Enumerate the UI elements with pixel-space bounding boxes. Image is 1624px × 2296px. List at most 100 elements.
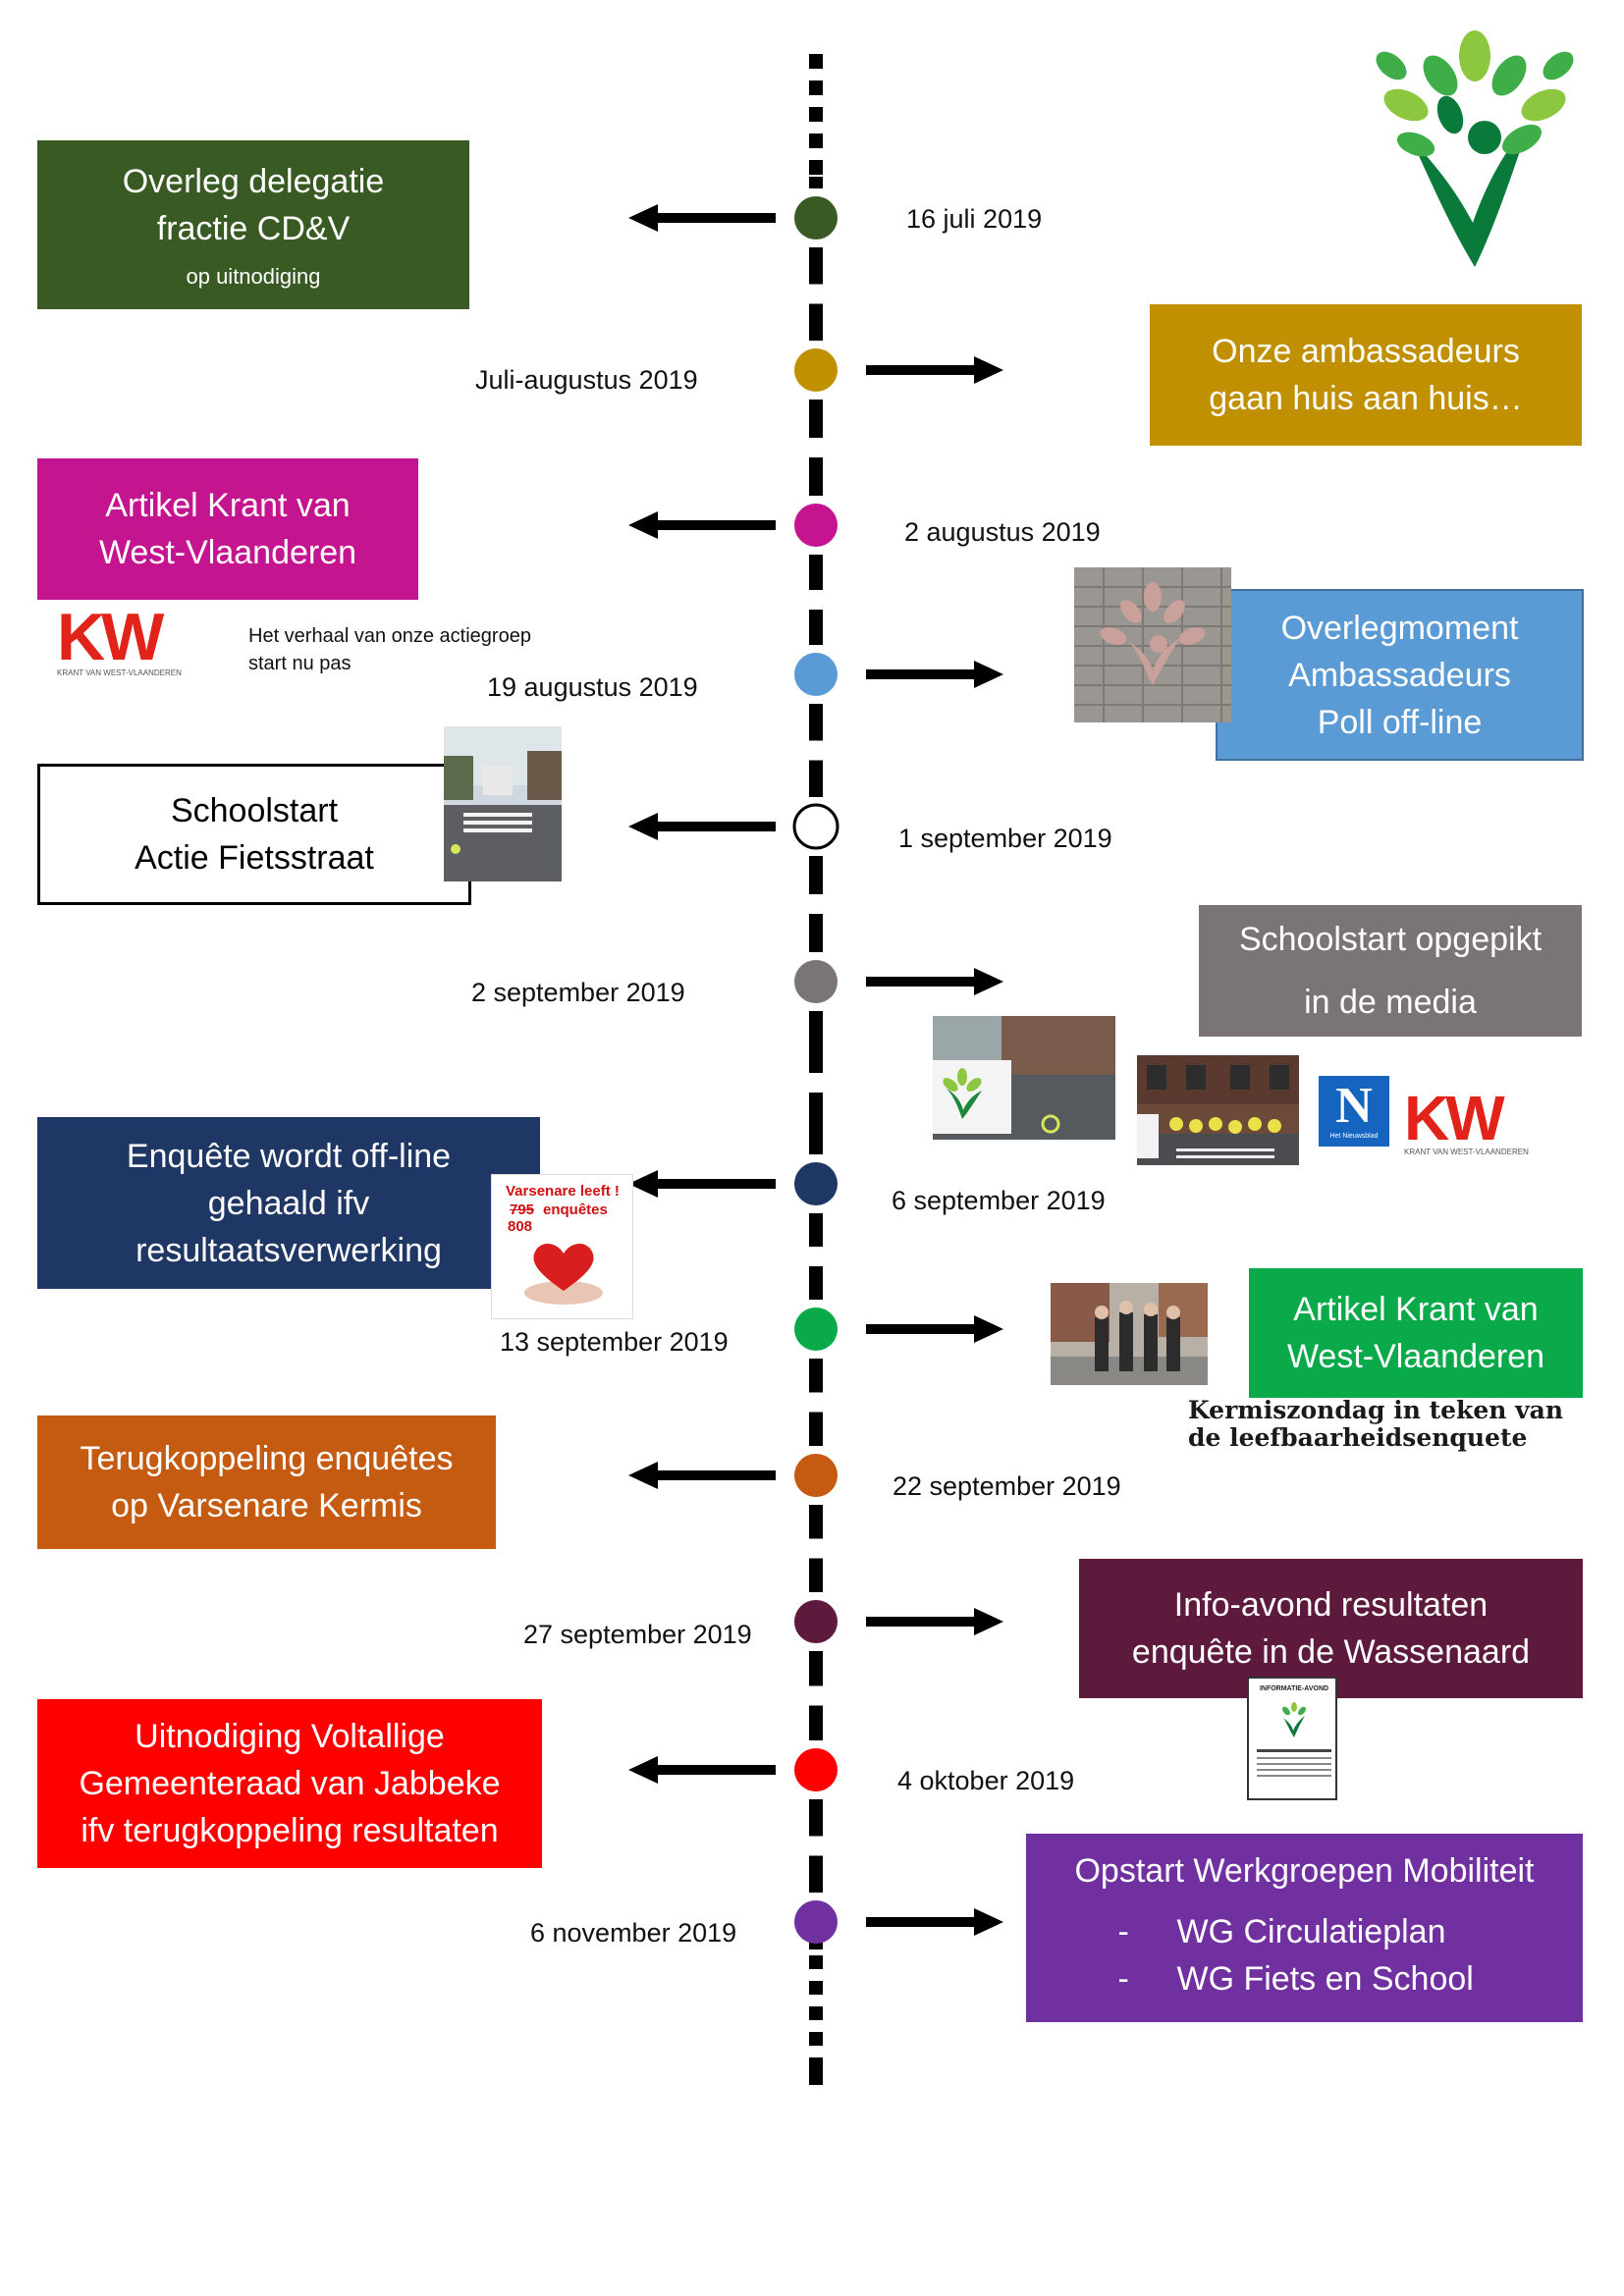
event-title-line: gehaald ifv bbox=[208, 1180, 369, 1227]
event-date: Juli-augustus 2019 bbox=[475, 363, 698, 397]
bullet-list: -WG Circulatieplan -WG Fiets en School bbox=[1118, 1908, 1491, 2002]
event-title-line: Terugkoppeling enquêtes bbox=[81, 1435, 454, 1482]
timeline-arrow-shaft bbox=[866, 365, 976, 375]
info-avond-flyer: INFORMATIE-AVOND bbox=[1247, 1677, 1337, 1800]
nieuwsblad-logo: N Het Nieuwsblad bbox=[1319, 1076, 1389, 1147]
kw-logo-text: KW bbox=[57, 607, 204, 667]
event-box-overlegmoment: Overlegmoment Ambassadeurs Poll off-line bbox=[1216, 589, 1584, 761]
arrow-head-icon bbox=[974, 1315, 1003, 1343]
street-photo bbox=[444, 726, 562, 881]
arrow-head-icon bbox=[974, 661, 1003, 688]
event-box-schoolstart-media: Schoolstart opgepikt in de media bbox=[1199, 905, 1582, 1037]
enquete-count-old: 795 bbox=[510, 1201, 534, 1218]
timeline-marker bbox=[794, 805, 838, 848]
event-title-line: Opstart Werkgroepen Mobiliteit bbox=[1074, 1847, 1534, 1895]
timeline-line-segment bbox=[809, 1413, 823, 1447]
event-box-enquete-offline: Enquête wordt off-line gehaald ifv resul… bbox=[37, 1117, 540, 1289]
event-box-terugkoppeling-kermis: Terugkoppeling enquêtes op Varsenare Ker… bbox=[37, 1415, 496, 1549]
bullet-item: -WG Fiets en School bbox=[1118, 1955, 1491, 2002]
arrow-head-icon bbox=[628, 204, 658, 232]
timeline-marker bbox=[794, 1162, 838, 1205]
timeline-arrow-shaft bbox=[656, 822, 776, 831]
kermis-caption-line: de leefbaarheidsenquete bbox=[1188, 1423, 1527, 1452]
timeline-line-segment bbox=[809, 1706, 823, 1741]
timeline-arrow-shaft bbox=[656, 213, 776, 223]
nieuwsblad-logo-sub: Het Nieuwsblad bbox=[1329, 1132, 1378, 1142]
timeline-line-segment bbox=[809, 1559, 823, 1593]
timeline-line-segment bbox=[809, 610, 823, 645]
arrow-head-icon bbox=[974, 356, 1003, 384]
event-title-line: resultaatsverwerking bbox=[135, 1227, 442, 1274]
event-title-line: West-Vlaanderen bbox=[99, 529, 356, 576]
timeline-dot-segment bbox=[809, 1981, 823, 1995]
event-title-line: enquête in de Wassenaard bbox=[1132, 1629, 1530, 1676]
timeline-dot-segment bbox=[809, 2032, 823, 2046]
event-title-line: fractie CD&V bbox=[157, 205, 351, 252]
kw-caption: Het verhaal van onze actiegroep start nu… bbox=[248, 622, 572, 677]
enquete-flyer-title: Varsenare leeft ! bbox=[506, 1183, 620, 1200]
arrow-head-icon bbox=[628, 813, 658, 840]
event-title-line: Schoolstart bbox=[171, 787, 338, 834]
event-title-line: Artikel Krant van bbox=[1293, 1286, 1538, 1333]
event-date: 13 september 2019 bbox=[500, 1325, 729, 1359]
timeline-marker bbox=[794, 1900, 838, 1944]
heart-icon bbox=[521, 1234, 606, 1305]
timeline-line-segment bbox=[809, 704, 823, 741]
event-title-line: gaan huis aan huis… bbox=[1209, 375, 1522, 422]
timeline-arrow-shaft bbox=[866, 669, 976, 679]
event-title-line: Overlegmoment bbox=[1281, 605, 1519, 652]
event-title-line: Enquête wordt off-line bbox=[127, 1133, 451, 1180]
kermis-caption-line: Kermiszondag in teken van bbox=[1188, 1396, 1563, 1424]
bullet-text: WG Circulatieplan bbox=[1177, 1913, 1446, 1950]
flyer-tree-icon bbox=[1274, 1700, 1314, 1739]
timeline-marker bbox=[794, 1308, 838, 1351]
timeline-arrow-shaft bbox=[656, 1470, 776, 1480]
timeline-arrow-shaft bbox=[866, 1917, 976, 1927]
tree-logo-icon bbox=[1357, 22, 1593, 287]
bullet-item: -WG Circulatieplan bbox=[1118, 1908, 1491, 1955]
timeline-dot-segment bbox=[809, 107, 823, 122]
timeline-marker bbox=[794, 1454, 838, 1497]
event-date: 16 juli 2019 bbox=[906, 202, 1042, 236]
kw-logo-media: KW KRANT VAN WEST-VLAANDEREN bbox=[1404, 1090, 1551, 1168]
event-title-line: ifv terugkoppeling resultaten bbox=[81, 1807, 498, 1854]
kw-logo: KW KRANT VAN WEST-VLAANDEREN bbox=[57, 607, 204, 685]
kw-logo-text: KW bbox=[1404, 1090, 1551, 1147]
timeline-line-segment bbox=[809, 1266, 823, 1300]
event-title-line: Ambassadeurs bbox=[1288, 652, 1511, 699]
arrow-head-icon bbox=[974, 968, 1003, 995]
event-title-line: Uitnodiging Voltallige bbox=[135, 1713, 445, 1760]
timeline-dot-segment bbox=[809, 80, 823, 95]
bullet-text: WG Fiets en School bbox=[1177, 1960, 1474, 1998]
timeline-line-segment bbox=[809, 1213, 823, 1247]
event-date: 27 september 2019 bbox=[523, 1618, 752, 1651]
arrow-head-icon bbox=[974, 1908, 1003, 1936]
media-photo-group bbox=[1137, 1055, 1299, 1165]
event-date: 1 september 2019 bbox=[898, 822, 1112, 855]
event-date: 22 september 2019 bbox=[893, 1469, 1121, 1503]
event-box-overleg-delegatie: Overleg delegatie fractie CD&V op uitnod… bbox=[37, 140, 469, 309]
timeline-dot-segment bbox=[809, 1955, 823, 1969]
timeline-line-segment bbox=[809, 1799, 823, 1837]
arrow-head-icon bbox=[974, 1608, 1003, 1635]
event-date: 4 oktober 2019 bbox=[897, 1764, 1074, 1797]
timeline-arrow-shaft bbox=[656, 520, 776, 530]
timeline-arrow-shaft bbox=[656, 1765, 776, 1775]
timeline-line-segment bbox=[809, 914, 823, 952]
flyer-text-lines bbox=[1257, 1749, 1331, 1781]
timeline-arrow-shaft bbox=[866, 1324, 976, 1334]
timeline-line-segment bbox=[809, 1011, 823, 1073]
pavement-tree-photo bbox=[1074, 567, 1231, 722]
arrow-head-icon bbox=[628, 1756, 658, 1784]
event-title-line: op Varsenare Kermis bbox=[111, 1482, 422, 1529]
timeline-arrow-shaft bbox=[866, 977, 976, 987]
timeline-marker bbox=[794, 653, 838, 696]
event-box-schoolstart-fietsstraat: Schoolstart Actie Fietsstraat bbox=[37, 764, 471, 905]
timeline-line-segment bbox=[809, 400, 823, 438]
event-date: 6 november 2019 bbox=[530, 1916, 736, 1949]
timeline-line-segment bbox=[809, 457, 823, 496]
event-title-line: Schoolstart opgepikt bbox=[1239, 908, 1542, 971]
bullet-dash: - bbox=[1118, 1955, 1177, 2002]
event-subtitle: op uitnodiging bbox=[186, 262, 320, 292]
event-title-line: Onze ambassadeurs bbox=[1212, 328, 1520, 375]
